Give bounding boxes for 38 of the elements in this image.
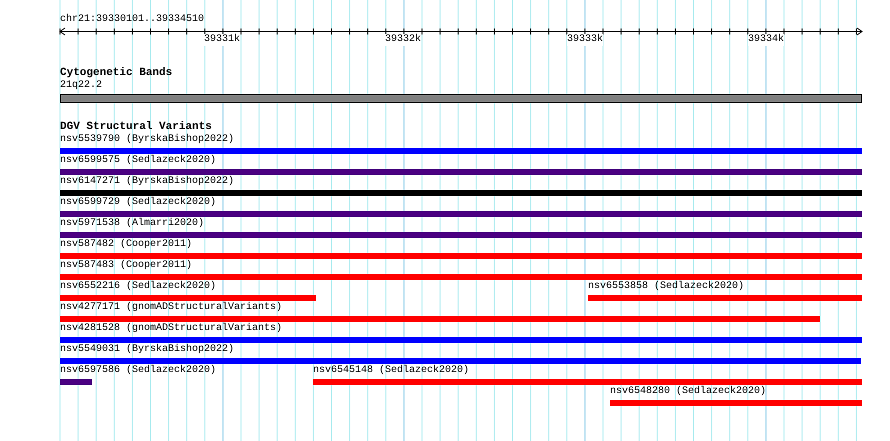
feature-label: nsv587482 (Cooper2011) [60,239,192,251]
variant-feature [60,134,862,154]
variant-feature [60,218,862,238]
variant-feature [60,302,820,322]
feature-label: nsv6553858 (Sedlazeck2020) [588,281,744,293]
tick-label: 39332k [385,34,422,46]
feature-label: nsv6599575 (Sedlazeck2020) [60,155,216,167]
tick-label: 39331k [204,34,240,46]
feature-label: nsv5539790 (ByrskaBishop2022) [60,134,234,146]
cytoband-feature [60,80,862,103]
feature-label: nsv6597586 (Sedlazeck2020) [60,365,216,377]
variant-feature [60,323,862,343]
feature-label: nsv4277171 (gnomADStructuralVariants) [60,302,282,314]
variant-feature [60,281,316,301]
track-title: Cytogenetic Bands [60,67,172,79]
variant-feature [588,281,862,301]
variant-feature [60,197,862,217]
variant-feature [60,155,862,175]
feature-label: nsv6147271 (ByrskaBishop2022) [60,176,234,188]
variant-feature [60,239,862,259]
tick-label: 39333k [567,34,604,46]
feature-label: nsv5549031 (ByrskaBishop2022) [60,344,234,356]
feature-label: nsv6545148 (Sedlazeck2020) [313,365,470,377]
feature-label: nsv6552216 (Sedlazeck2020) [60,281,216,293]
variant-feature [610,386,862,406]
variant-feature [60,344,861,364]
feature-label: nsv6548280 (Sedlazeck2020) [610,386,766,398]
variant-feature [60,260,862,280]
tick-label: 39334k [748,34,784,46]
feature-label: 21q22.2 [60,80,102,92]
feature-label: nsv6599729 (Sedlazeck2020) [60,197,216,209]
variant-feature [313,365,862,385]
track-title: DGV Structural Variants [60,121,212,133]
feature-label: nsv5971538 (Almarri2020) [60,218,204,230]
locus-label: chr21:39330101..39334510 [60,14,204,26]
feature-label: nsv4281528 (gnomADStructuralVariants) [60,323,282,335]
feature-label: nsv587483 (Cooper2011) [60,260,192,272]
variant-feature [60,176,862,196]
